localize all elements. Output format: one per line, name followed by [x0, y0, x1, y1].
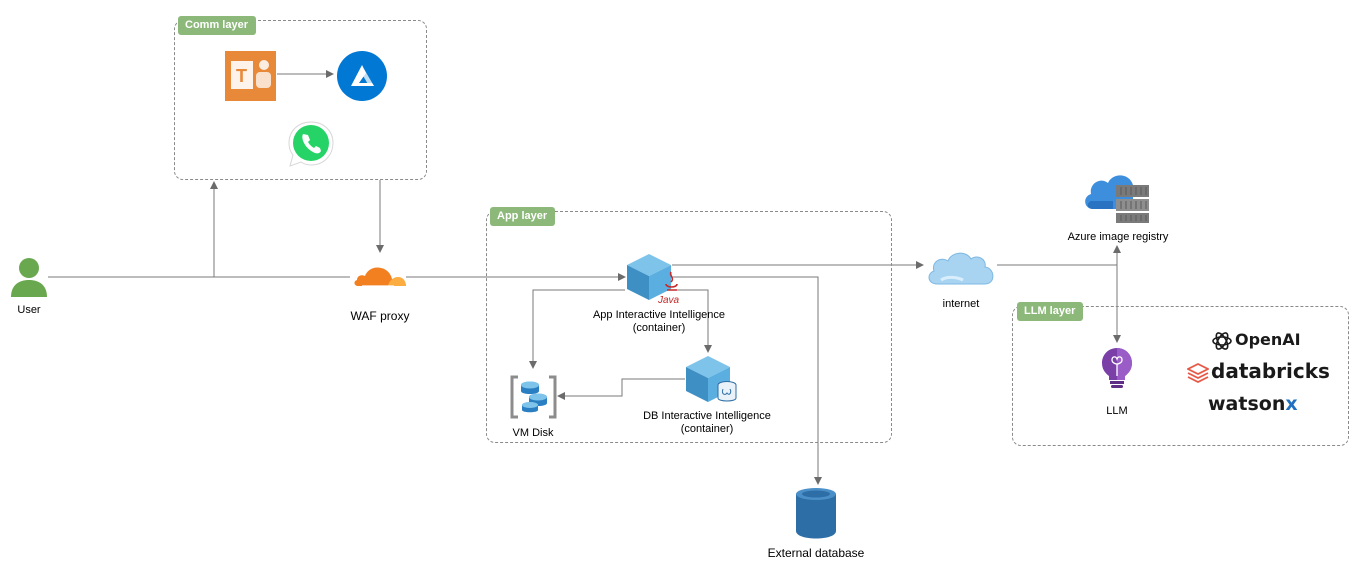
app-container-label-line2: (container) [632, 322, 686, 334]
watsonx-brand-main: watson [1208, 393, 1286, 415]
svg-text:T: T [236, 66, 247, 86]
user-label: User [17, 304, 41, 316]
llm-lightbulb-icon [1100, 346, 1134, 390]
databricks-brand-text: databricks [1211, 359, 1330, 383]
watsonx-brand-text: watsonx [1208, 393, 1298, 415]
openai-brand-text: OpenAI [1235, 330, 1301, 349]
internet-cloud-icon [925, 247, 997, 287]
app-container-icon [625, 252, 683, 306]
databricks-logo-icon [1185, 362, 1211, 384]
comm-layer-group [174, 20, 427, 180]
external-database-icon [794, 486, 838, 540]
db-container-label-line1: DB Interactive Intelligence [643, 410, 771, 422]
db-container-icon [685, 354, 739, 408]
app-to-vmdisk-line [529, 289, 625, 369]
llm-layer-group [1012, 306, 1349, 446]
waf-proxy-label: WAF proxy [350, 309, 410, 323]
vm-disk-label: VM Disk [512, 427, 554, 439]
external-database-label: External database [767, 546, 865, 560]
app-to-db-line [672, 289, 712, 353]
llm-label: LLM [1106, 405, 1128, 417]
teams-icon: T [225, 51, 276, 101]
app-layer-group [486, 211, 892, 443]
app-to-externaldb-line [672, 276, 822, 485]
openai-logo-icon [1211, 330, 1233, 352]
internet-label: internet [942, 298, 980, 310]
vm-disk-icon [510, 375, 557, 419]
cloudflare-icon [352, 262, 408, 288]
whatsapp-icon [285, 119, 337, 169]
azure-icon [336, 50, 388, 102]
llm-layer-tag: LLM layer [1017, 302, 1084, 321]
azure-registry-icon [1083, 163, 1153, 225]
db-to-vmdisk-line [557, 378, 685, 400]
db-container-label-line2: (container) [680, 423, 734, 435]
azure-registry-label: Azure image registry [1067, 231, 1169, 243]
app-layer-tag: App layer [490, 207, 556, 226]
user-icon [10, 256, 48, 298]
watsonx-brand-x: x [1285, 393, 1298, 415]
java-label: Java [658, 295, 680, 306]
app-container-label-line1: App Interactive Intelligence [592, 309, 726, 321]
comm-layer-tag: Comm layer [178, 16, 256, 35]
